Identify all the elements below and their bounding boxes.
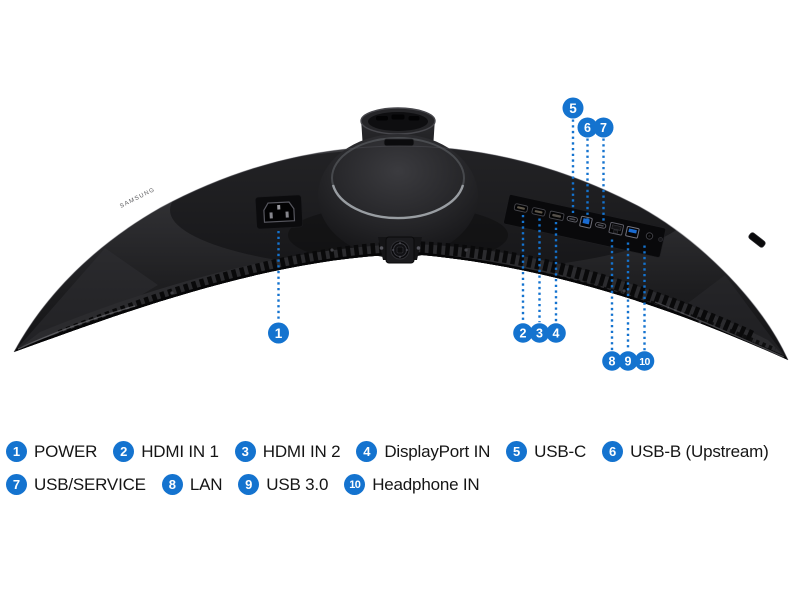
stand-dome bbox=[318, 134, 478, 258]
callout-lines bbox=[277, 119, 646, 351]
usb-c-port-5 bbox=[566, 215, 578, 223]
legend-item-usb-b: 6 USB-B (Upstream) bbox=[602, 441, 769, 462]
legend-item-displayport: 4 DisplayPort IN bbox=[356, 441, 490, 462]
svg-text:1: 1 bbox=[275, 326, 283, 341]
legend-badge-5: 5 bbox=[506, 441, 528, 462]
port-panel bbox=[503, 194, 666, 258]
lock-slot bbox=[748, 232, 766, 248]
callout-marker-hdmi1: 2 bbox=[513, 323, 533, 343]
headphone-jack bbox=[645, 232, 654, 240]
callout-marker-usb-b: 6 bbox=[577, 117, 598, 138]
legend-label-hdmi1: HDMI IN 1 bbox=[141, 441, 219, 461]
usb-b-upstream-port bbox=[579, 215, 593, 229]
legend-badge-3: 3 bbox=[234, 441, 256, 462]
legend-label-usb-service: USB/SERVICE bbox=[34, 474, 146, 494]
legend-label-lan: LAN bbox=[189, 474, 223, 494]
legend-badge-10: 10 bbox=[344, 474, 366, 495]
legend-item-usb-service: 7 USB/SERVICE bbox=[6, 474, 146, 495]
svg-text:10: 10 bbox=[639, 356, 650, 368]
legend-item-lan: 8 LAN bbox=[161, 474, 223, 495]
legend-badge-7: 7 bbox=[6, 474, 27, 495]
legend-item-usb3: 9 USB 3.0 bbox=[238, 474, 328, 495]
displayport-port bbox=[548, 210, 565, 221]
legend-item-usb-c: 5 USB-C bbox=[506, 441, 586, 462]
legend-label-usb-b: USB-B (Upstream) bbox=[630, 441, 769, 461]
legend-row-2: 7 USB/SERVICE 8 LAN 9 USB 3.0 10 Headpho… bbox=[6, 474, 798, 495]
hdmi1-port bbox=[513, 203, 529, 213]
callout-marker-usb-service: 7 bbox=[593, 117, 614, 138]
legend-label-displayport: DisplayPort IN bbox=[384, 441, 491, 461]
usb3-port bbox=[625, 226, 640, 239]
jog-button bbox=[378, 236, 422, 264]
legend-label-hdmi2: HDMI IN 2 bbox=[262, 441, 341, 461]
legend-badge-6: 6 bbox=[602, 441, 624, 462]
callout-marker-power: 1 bbox=[268, 322, 289, 344]
legend-item-headphone: 10 Headphone IN bbox=[344, 474, 480, 495]
usb-service-port bbox=[594, 222, 607, 229]
power-inlet bbox=[255, 194, 303, 230]
callout-marker-usb3: 9 bbox=[618, 351, 638, 371]
legend-row-1: 1 POWER 2 HDMI IN 1 3 HDMI IN 2 4 Displa… bbox=[6, 441, 798, 462]
callout-marker-lan: 8 bbox=[602, 351, 622, 371]
svg-text:5: 5 bbox=[569, 101, 577, 116]
legend-badge-1: 1 bbox=[6, 441, 27, 462]
legend-badge-9: 9 bbox=[238, 474, 260, 495]
svg-text:3: 3 bbox=[536, 326, 543, 340]
svg-text:6: 6 bbox=[584, 121, 591, 135]
legend-badge-2: 2 bbox=[113, 441, 135, 462]
legend-badge-8: 8 bbox=[161, 474, 183, 495]
legend-item-hdmi2: 3 HDMI IN 2 bbox=[234, 441, 341, 462]
svg-text:4: 4 bbox=[553, 326, 560, 340]
legend-label-usb-c: USB-C bbox=[534, 441, 587, 461]
legend-label-headphone: Headphone IN bbox=[372, 474, 480, 494]
lan-port bbox=[608, 221, 625, 236]
panel-screw bbox=[658, 237, 663, 242]
legend-item-hdmi1: 2 HDMI IN 1 bbox=[113, 441, 219, 462]
callout-marker-hdmi2: 3 bbox=[529, 323, 550, 343]
hdmi2-port bbox=[531, 207, 546, 217]
legend-badge-4: 4 bbox=[356, 441, 378, 462]
monitor-body: SAMSUNG bbox=[13, 107, 789, 361]
embossed-logo: SAMSUNG bbox=[119, 187, 156, 210]
legend-label-power: POWER bbox=[34, 441, 98, 461]
svg-text:9: 9 bbox=[625, 354, 632, 368]
callout-marker-displayport: 4 bbox=[546, 323, 566, 343]
port-legend: 1 POWER 2 HDMI IN 1 3 HDMI IN 2 4 Displa… bbox=[6, 441, 798, 507]
svg-text:7: 7 bbox=[600, 121, 607, 135]
svg-text:8: 8 bbox=[609, 354, 616, 368]
legend-item-power: 1 POWER bbox=[6, 441, 97, 462]
svg-text:2: 2 bbox=[520, 326, 527, 340]
callout-marker-headphone: 10 bbox=[634, 351, 655, 371]
callout-marker-usb-c: 5 bbox=[562, 97, 584, 119]
legend-label-usb3: USB 3.0 bbox=[266, 474, 329, 494]
